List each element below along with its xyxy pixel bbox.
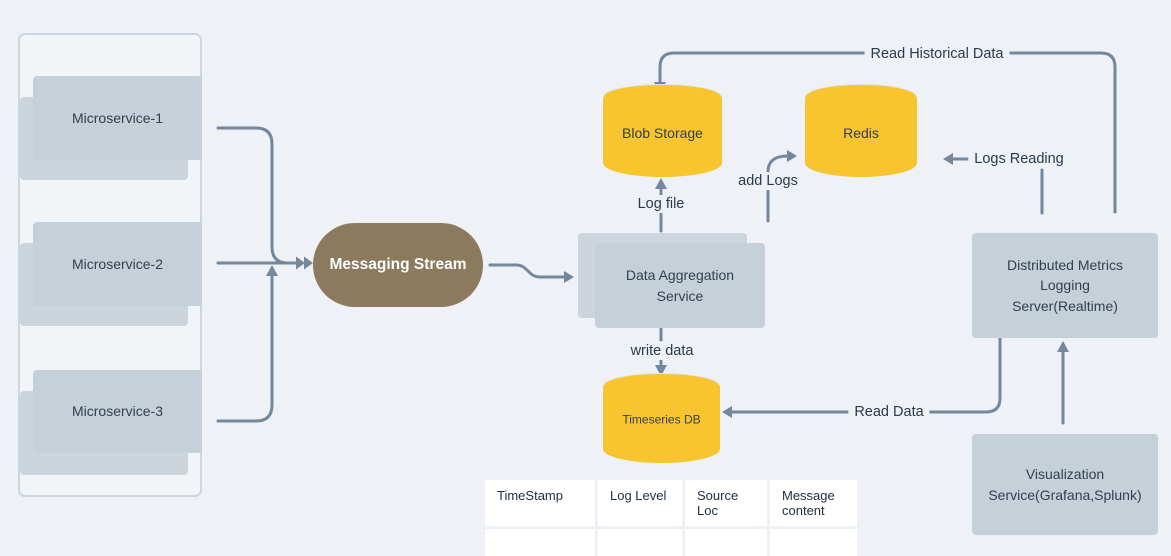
visualization-label-line2: Service(Grafana,Splunk) — [988, 486, 1142, 503]
arrowhead-timeseries-left — [722, 406, 732, 418]
blob-storage-label: Blob Storage — [622, 124, 703, 141]
metrics-server-label-line1: Distributed Metrics — [1007, 257, 1123, 274]
redis-label: Redis — [843, 124, 879, 141]
table-cell — [685, 529, 767, 556]
table-header-source-loc: Source Loc — [685, 480, 767, 526]
timeseries-db-cylinder: Timeseries DB — [603, 373, 720, 463]
chevron-into-stream-1 — [296, 256, 305, 270]
arrowhead-metrics-up — [1057, 341, 1069, 352]
data-aggregation-label-line2: Service — [656, 287, 704, 304]
table-header-log-level: Log Level — [598, 480, 682, 526]
edge-label-read-historical-data: Read Historical Data — [864, 45, 1010, 63]
microservice-2-label: Microservice-2 — [71, 255, 163, 272]
arrowhead-blob-up — [655, 178, 667, 189]
table-header-timestamp: TimeStamp — [485, 480, 595, 526]
arrowhead-logs-reading-left — [943, 153, 953, 165]
data-aggregation-label-line1: Data Aggregation — [625, 266, 735, 283]
arrowhead-timeseries-down — [655, 365, 667, 376]
table-row — [485, 529, 857, 556]
chevron-into-stream-2 — [304, 256, 313, 270]
edge-label-write-data: write data — [624, 342, 700, 360]
table-cell — [598, 529, 682, 556]
microservice-2-node: Microservice-2 — [33, 222, 202, 306]
microservice-1-label: Microservice-1 — [71, 109, 163, 126]
visualization-label-line1: Visualization — [1025, 465, 1105, 482]
table-cell — [485, 529, 595, 556]
data-aggregation-node: Data Aggregation Service — [595, 243, 765, 328]
edge-label-log-file: Log file — [631, 195, 691, 213]
table-header-message-content: Message content — [770, 480, 857, 526]
metrics-server-label-line3: Server(Realtime) — [1012, 297, 1118, 314]
edge-ms3-to-stream — [216, 275, 274, 423]
microservice-3-label: Microservice-3 — [71, 403, 163, 419]
edge-stream-to-aggregation — [488, 263, 567, 279]
microservice-3-node: Microservice-3 — [33, 370, 202, 453]
redis-cylinder: Redis — [805, 84, 917, 177]
edge-label-logs-reading: Logs Reading — [968, 150, 1070, 168]
blob-storage-cylinder-body — [603, 97, 722, 177]
redis-cylinder-body — [805, 97, 917, 177]
timeseries-db-label: Timeseries DB — [622, 412, 701, 427]
arrowhead-redis-right — [787, 150, 797, 162]
blob-storage-cylinder: Blob Storage — [603, 84, 722, 177]
metrics-server-label-line2: Logging — [1040, 277, 1090, 294]
arrowhead-aggregation-right — [564, 271, 574, 283]
edge-addlogs-curve — [766, 154, 790, 174]
edge-label-add-logs: add Logs — [732, 172, 804, 190]
messaging-stream-node: Messaging Stream — [313, 223, 483, 307]
timeseries-db-cylinder-body — [603, 386, 720, 463]
edge-read-data — [730, 336, 1002, 414]
visualization-service-node: Visualization Service(Grafana,Splunk) — [972, 434, 1158, 535]
table-header-row: TimeStamp Log Level Source Loc Message c… — [485, 480, 857, 526]
table-cell — [770, 529, 857, 556]
arrowhead-ms3-up — [266, 265, 278, 276]
metrics-server-node: Distributed Metrics Logging Server(Realt… — [972, 233, 1158, 338]
edge-ms1-to-stream — [216, 126, 290, 265]
log-schema-table: TimeStamp Log Level Source Loc Message c… — [482, 477, 860, 556]
messaging-stream-label: Messaging Stream — [329, 256, 467, 273]
edge-label-read-data: Read Data — [848, 403, 930, 421]
microservice-1-node: Microservice-1 — [33, 76, 202, 160]
